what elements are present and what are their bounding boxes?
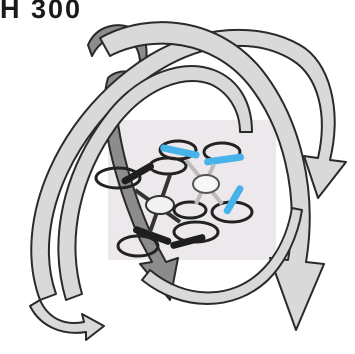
drone-body bbox=[146, 196, 174, 214]
page-title: H 300 bbox=[0, 0, 82, 25]
orbit-arrow-tail-left bbox=[30, 300, 104, 340]
drone-body bbox=[193, 175, 219, 193]
